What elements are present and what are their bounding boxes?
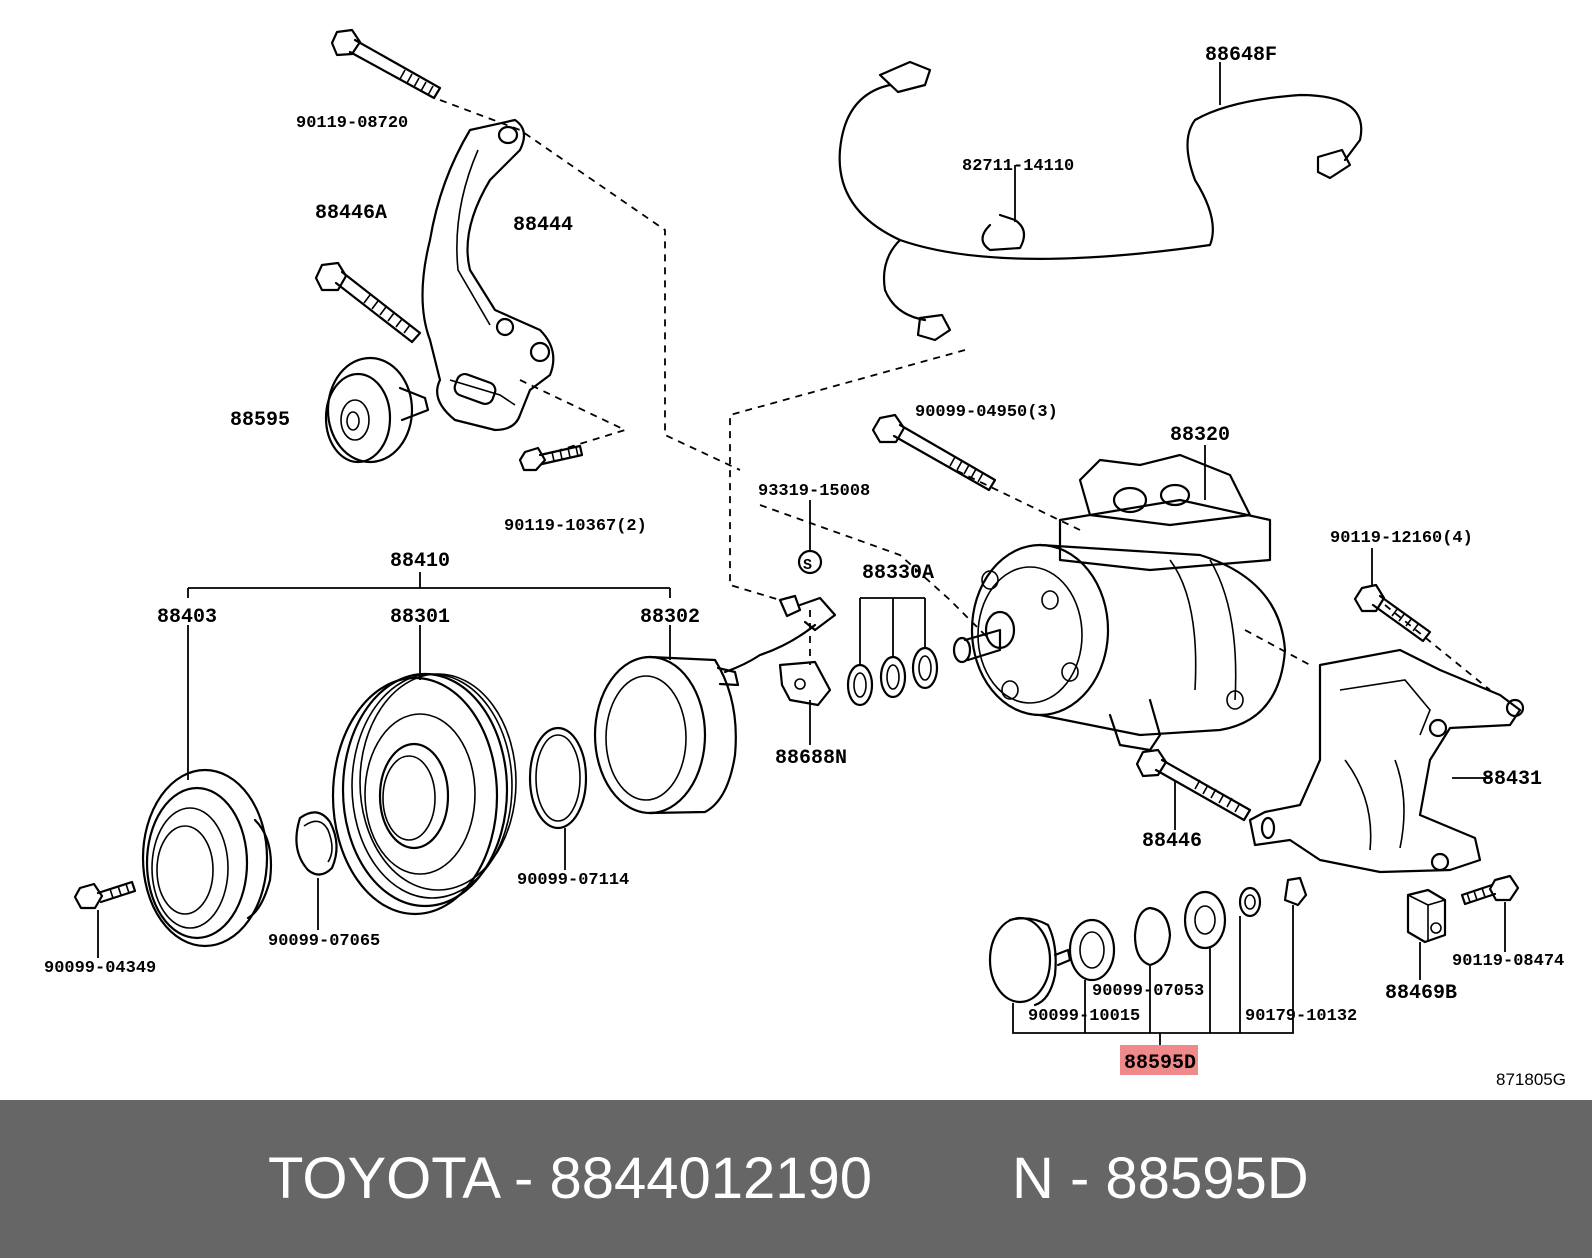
label-88330A[interactable]: 88330A bbox=[862, 562, 934, 585]
pressure-plate-88403 bbox=[141, 625, 273, 948]
label-90119-10367[interactable]: 90119-10367(2) bbox=[504, 517, 647, 536]
label-90099-07065[interactable]: 90099-07065 bbox=[268, 932, 380, 951]
footer-reference-number: N - 88595D bbox=[1012, 1146, 1309, 1211]
label-88320[interactable]: 88320 bbox=[1170, 424, 1230, 447]
wire-harness-88648F bbox=[838, 60, 1363, 342]
bolt-90119-08474 bbox=[1460, 874, 1520, 952]
bolt-90119-08720 bbox=[330, 28, 442, 100]
bracket-88431 bbox=[1248, 648, 1525, 874]
label-90179-10132[interactable]: 90179-10132 bbox=[1245, 1007, 1357, 1026]
footer-brand-part-number: TOYOTA - 8844012190 bbox=[268, 1146, 873, 1211]
highlight-88595D bbox=[1120, 1045, 1198, 1075]
label-88648F[interactable]: 88648F bbox=[1205, 44, 1277, 67]
bolt-90119-10367 bbox=[518, 444, 584, 472]
bracket-88444 bbox=[421, 118, 555, 432]
label-88431[interactable]: 88431 bbox=[1482, 768, 1542, 791]
label-88688N[interactable]: 88688N bbox=[775, 747, 847, 770]
label-90099-07053[interactable]: 90099-07053 bbox=[1092, 982, 1204, 1001]
label-90099-04349[interactable]: 90099-04349 bbox=[44, 959, 156, 978]
label-88469B[interactable]: 88469B bbox=[1385, 982, 1457, 1005]
sensor-93319-15008: S bbox=[723, 500, 837, 674]
idler-kit-88595D bbox=[988, 876, 1308, 1045]
footer-bar: TOYOTA - 8844012190 N - 88595D bbox=[0, 1100, 1592, 1258]
shims-88330A bbox=[846, 597, 939, 707]
bolt-88446 bbox=[1135, 748, 1252, 830]
label-88301[interactable]: 88301 bbox=[390, 606, 450, 629]
label-88595[interactable]: 88595 bbox=[230, 409, 290, 432]
label-88595D-highlighted[interactable]: 88595D bbox=[1124, 1052, 1196, 1075]
label-90099-10015[interactable]: 90099-10015 bbox=[1028, 1007, 1140, 1026]
label-90119-12160[interactable]: 90119-12160(4) bbox=[1330, 529, 1473, 548]
snap-ring-90099-07114 bbox=[528, 726, 588, 870]
shim-90099-07065 bbox=[295, 811, 338, 930]
label-88403[interactable]: 88403 bbox=[157, 606, 217, 629]
bolt-90099-04349 bbox=[73, 880, 137, 958]
label-90119-08720[interactable]: 90119-08720 bbox=[296, 114, 408, 133]
exploded-parts-diagram: S bbox=[44, 28, 1566, 1089]
part-labels: 90119-08720 88446A 88444 88595 90119-103… bbox=[44, 44, 1566, 1089]
label-90099-07114[interactable]: 90099-07114 bbox=[517, 871, 629, 890]
bolt-88446A bbox=[314, 261, 422, 344]
label-93319-15008[interactable]: 93319-15008 bbox=[758, 482, 870, 501]
field-coil-88302 bbox=[593, 625, 740, 815]
label-90099-04950[interactable]: 90099-04950(3) bbox=[915, 403, 1058, 422]
clutch-assembly-88410 bbox=[187, 572, 671, 598]
bolt-90119-12160 bbox=[1353, 548, 1432, 643]
label-88302[interactable]: 88302 bbox=[640, 606, 700, 629]
diagram-reference-code: 871805G bbox=[1496, 1070, 1566, 1089]
sensor-s-symbol: S bbox=[803, 557, 812, 574]
bolt-90099-04950 bbox=[871, 413, 997, 492]
label-88446[interactable]: 88446 bbox=[1142, 830, 1202, 853]
label-88446A[interactable]: 88446A bbox=[315, 202, 387, 225]
block-88469B bbox=[1406, 888, 1447, 980]
label-88444[interactable]: 88444 bbox=[513, 214, 573, 237]
idler-pulley-88595 bbox=[324, 356, 430, 464]
label-90119-08474[interactable]: 90119-08474 bbox=[1452, 952, 1564, 971]
assembly-dashed-lines bbox=[439, 99, 1491, 691]
label-88410[interactable]: 88410 bbox=[390, 550, 450, 573]
bracket-88688N bbox=[778, 660, 832, 745]
compressor-88320 bbox=[952, 445, 1287, 752]
pulley-88301 bbox=[331, 625, 517, 916]
label-82711-14110[interactable]: 82711-14110 bbox=[962, 157, 1074, 176]
